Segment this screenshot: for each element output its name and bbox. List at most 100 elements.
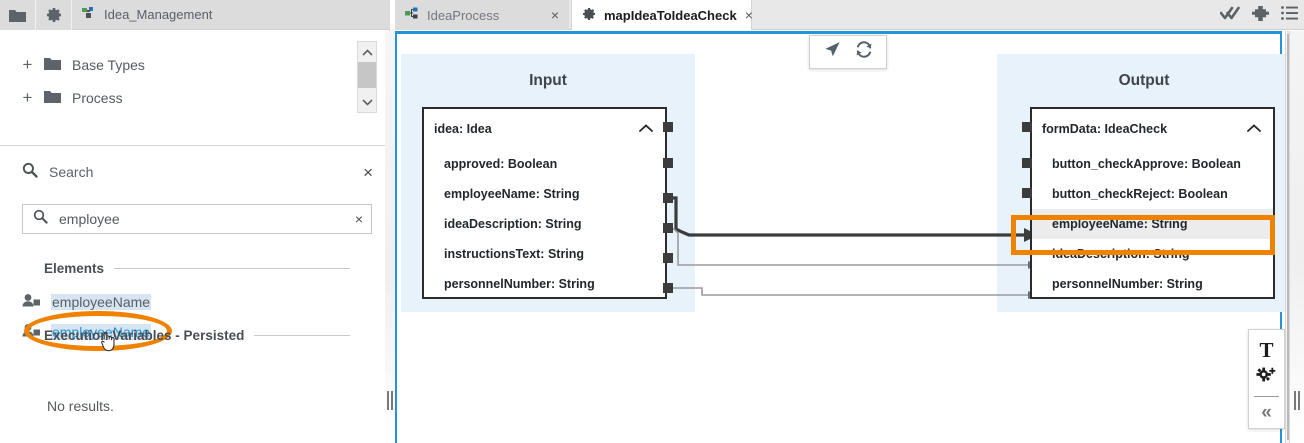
search-input[interactable]: employee × bbox=[22, 204, 372, 234]
tree-item-process[interactable]: + Process bbox=[0, 81, 389, 114]
section-header-elements: Elements bbox=[44, 259, 350, 277]
folder-button[interactable] bbox=[0, 0, 36, 30]
text-tool-button[interactable]: T bbox=[1249, 337, 1284, 365]
output-field-employee-name[interactable]: employeeName: String bbox=[1032, 209, 1273, 239]
input-field-approved[interactable]: approved: Boolean bbox=[424, 149, 665, 179]
expand-icon[interactable]: + bbox=[22, 55, 33, 74]
chevron-up-icon[interactable] bbox=[1247, 123, 1261, 135]
breadcrumb[interactable]: Idea_Management bbox=[72, 0, 390, 29]
settings-button[interactable] bbox=[36, 0, 72, 30]
chevron-up-icon[interactable] bbox=[639, 123, 653, 135]
pointer-icon[interactable] bbox=[823, 40, 842, 64]
left-panel: Idea_Management + Base Types + Process bbox=[0, 0, 390, 443]
field-label: ideaDescription: String bbox=[444, 217, 582, 231]
section-title: Elements bbox=[44, 260, 105, 276]
splitter-grip[interactable] bbox=[387, 391, 393, 410]
splitter-grip[interactable] bbox=[1294, 391, 1300, 410]
input-zone-title: Input bbox=[529, 72, 567, 89]
input-port-instructions-text[interactable] bbox=[663, 253, 673, 263]
mapping-canvas[interactable]: Input Output idea: Idea bbox=[395, 31, 1291, 443]
field-label: employeeName: String bbox=[444, 187, 580, 201]
canvas-right-toolbar: T bbox=[1248, 329, 1285, 429]
annotation-rectangle bbox=[1011, 215, 1275, 255]
add-gear-icon bbox=[1256, 367, 1277, 391]
collapse-button[interactable]: « bbox=[1249, 399, 1284, 427]
add-function-button[interactable] bbox=[1249, 365, 1284, 393]
input-port-idea-description[interactable] bbox=[663, 223, 673, 233]
field-label: button_checkApprove: Boolean bbox=[1052, 157, 1241, 171]
output-node-title: formData: IdeaCheck bbox=[1042, 122, 1168, 136]
tree-scrollbar[interactable] bbox=[357, 41, 377, 113]
search-input-value[interactable]: employee bbox=[59, 211, 120, 227]
input-field-idea-description[interactable]: ideaDescription: String bbox=[424, 209, 665, 239]
collapse-icon: « bbox=[1261, 402, 1272, 423]
list-item-label: employeeName bbox=[51, 294, 152, 310]
list-item-label: employeeName bbox=[51, 324, 152, 340]
clear-search-icon[interactable]: × bbox=[354, 211, 363, 227]
input-port-approved[interactable] bbox=[663, 158, 673, 168]
left-panel-toolbar: Idea_Management bbox=[0, 0, 390, 30]
section-header-execution-variables: Execution Variables - Persisted bbox=[44, 326, 350, 344]
field-label: personnelNumber: String bbox=[1052, 277, 1203, 291]
field-label: approved: Boolean bbox=[444, 157, 558, 171]
tab-label: mapIdeaToIdeaCheck bbox=[604, 7, 737, 23]
toolbar-divider bbox=[1254, 395, 1279, 397]
gear-icon bbox=[46, 7, 62, 23]
tab-bar: IdeaProcess × mapIdeaToIdeaCheck × bbox=[395, 0, 1304, 30]
output-field-button-check-reject[interactable]: button_checkReject: Boolean bbox=[1032, 179, 1273, 209]
input-port-employee-name[interactable] bbox=[663, 193, 673, 203]
scroll-up-icon[interactable] bbox=[358, 42, 376, 62]
variable-icon bbox=[22, 293, 41, 312]
list-icon[interactable] bbox=[1281, 5, 1298, 25]
close-icon[interactable]: × bbox=[744, 7, 753, 23]
header-icon-group bbox=[1219, 0, 1298, 30]
scroll-down-icon[interactable] bbox=[358, 92, 376, 112]
expand-icon[interactable]: + bbox=[22, 88, 33, 107]
output-port-button-check-reject[interactable] bbox=[1022, 188, 1032, 198]
output-zone-title: Output bbox=[1118, 72, 1170, 89]
input-port-personnel-number[interactable] bbox=[663, 283, 673, 293]
output-port-button-check-approve[interactable] bbox=[1022, 158, 1032, 168]
input-port-idea[interactable] bbox=[663, 122, 673, 132]
plugin-icon[interactable] bbox=[1252, 5, 1269, 26]
tab-label: IdeaProcess bbox=[427, 7, 500, 23]
tab-map-idea-to-idea-check[interactable]: mapIdeaToIdeaCheck × bbox=[571, 0, 753, 30]
section-divider bbox=[254, 334, 350, 336]
double-check-icon[interactable] bbox=[1219, 5, 1240, 26]
input-field-instructions-text[interactable]: instructionsText: String bbox=[424, 239, 665, 269]
scrollbar-thumb[interactable] bbox=[358, 62, 376, 88]
input-field-employee-name[interactable]: employeeName: String bbox=[424, 179, 665, 209]
tab-idea-process[interactable]: IdeaProcess × bbox=[395, 0, 569, 30]
mouse-cursor bbox=[100, 330, 117, 352]
search-icon bbox=[22, 162, 38, 183]
refresh-icon[interactable] bbox=[854, 40, 874, 64]
output-node[interactable]: formData: IdeaCheck button_checkApprove:… bbox=[1030, 107, 1275, 299]
field-label: personnelNumber: String bbox=[444, 277, 595, 291]
field-label: instructionsText: String bbox=[444, 247, 585, 261]
input-field-personnel-number[interactable]: personnelNumber: String bbox=[424, 269, 665, 299]
close-icon[interactable]: × bbox=[550, 7, 559, 23]
main-area: IdeaProcess × mapIdeaToIdeaCheck × bbox=[395, 0, 1304, 443]
input-node-header[interactable]: idea: Idea bbox=[424, 109, 665, 149]
canvas-top-toolbar bbox=[809, 35, 887, 69]
tree-item-label: Process bbox=[72, 89, 123, 106]
text-icon: T bbox=[1259, 338, 1274, 362]
output-node-header[interactable]: formData: IdeaCheck bbox=[1032, 109, 1273, 149]
right-splitter[interactable] bbox=[1289, 31, 1304, 443]
list-item[interactable]: employeeName bbox=[22, 289, 362, 315]
folder-icon bbox=[44, 90, 61, 106]
search-panel-title: Search bbox=[49, 164, 94, 180]
left-splitter[interactable] bbox=[385, 31, 395, 443]
input-node-title: idea: Idea bbox=[434, 122, 492, 136]
input-node[interactable]: idea: Idea approved: Boolean employeeNam… bbox=[422, 107, 667, 299]
tree-item-base-types[interactable]: + Base Types bbox=[0, 48, 389, 81]
output-port-form-data[interactable] bbox=[1022, 122, 1032, 132]
output-field-button-check-approve[interactable]: button_checkApprove: Boolean bbox=[1032, 149, 1273, 179]
search-panel-header: Search × bbox=[0, 154, 389, 190]
field-label: employeeName: String bbox=[1052, 217, 1188, 231]
output-field-personnel-number[interactable]: personnelNumber: String bbox=[1032, 269, 1273, 299]
close-icon[interactable]: × bbox=[363, 162, 373, 182]
tree-item-label: Base Types bbox=[72, 56, 145, 73]
folder-icon bbox=[9, 9, 26, 22]
